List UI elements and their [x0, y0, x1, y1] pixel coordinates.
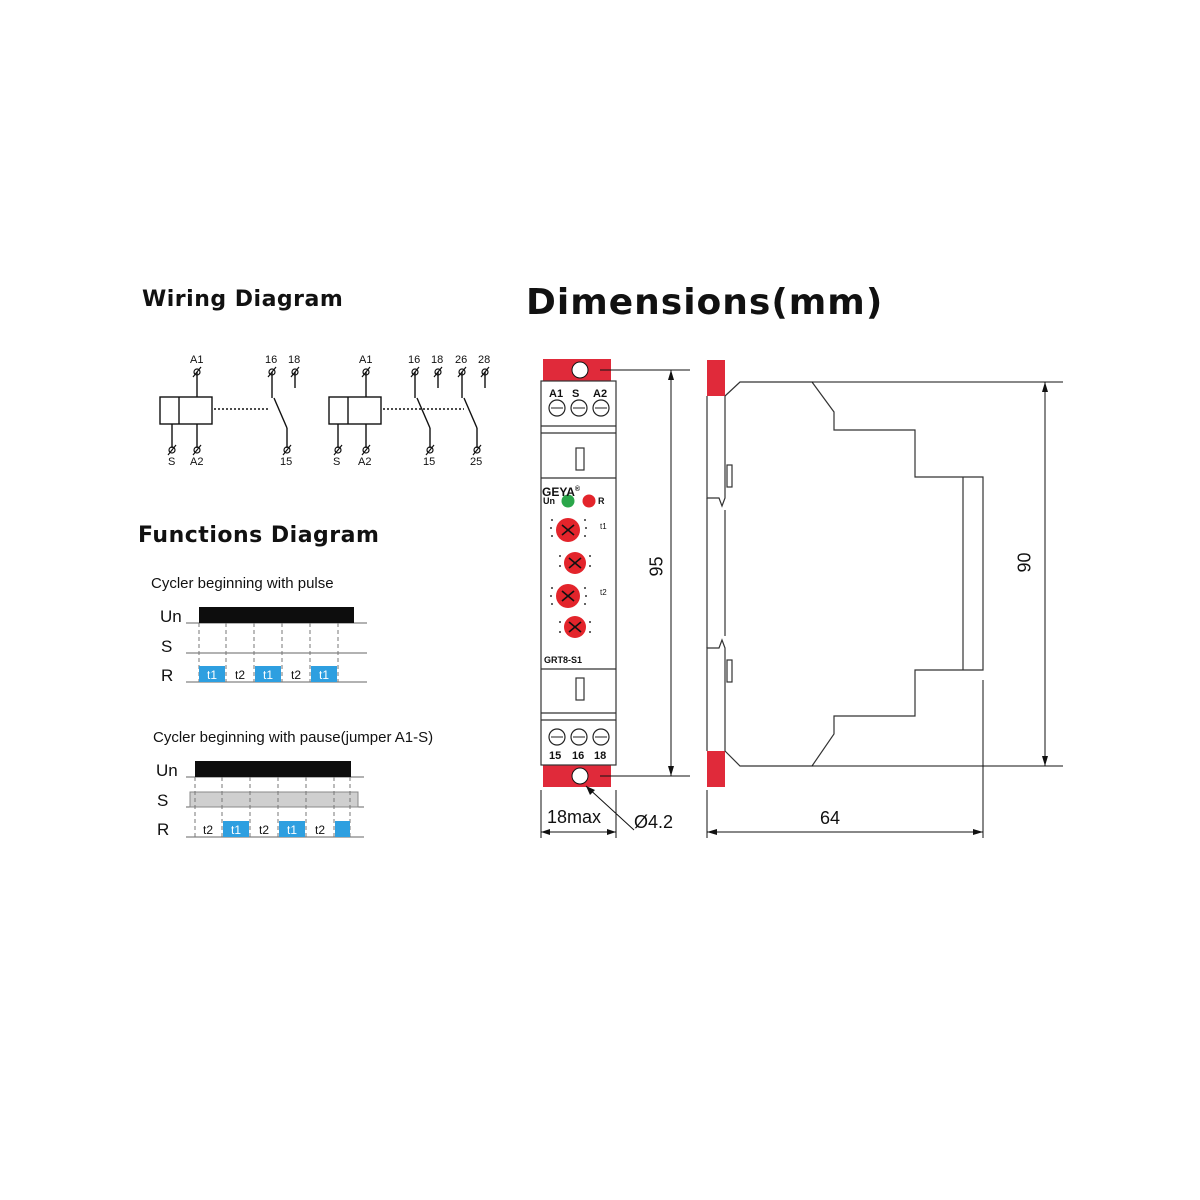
pulse-un-bar	[199, 607, 354, 623]
pause-r-on-3	[279, 821, 305, 837]
device-top-a1: A1	[549, 388, 564, 400]
pause-label-r: R	[157, 820, 170, 839]
device-top-s: S	[572, 388, 580, 400]
wiring-right-a1: A1	[359, 354, 373, 366]
coil-right	[328, 396, 382, 425]
pulse-r-label-2: t1	[263, 668, 273, 682]
wiring-right-s: S	[333, 456, 341, 468]
wiring-right-15: 15	[423, 456, 436, 468]
pause-r-label-0: t2	[203, 823, 213, 837]
pulse-r-on-2	[255, 666, 281, 682]
device-led-un-label: Un	[543, 496, 555, 506]
led-un	[561, 494, 575, 508]
wiring-diagram-title: Wiring Diagram	[142, 287, 344, 312]
wiring-right-28: 28	[478, 354, 491, 366]
wiring-right-18: 18	[431, 354, 444, 366]
wiring-left-s: S	[168, 456, 176, 468]
dim-hole: Ø4.2	[634, 812, 674, 832]
pulse-caption: Cycler beginning with pulse	[151, 575, 334, 592]
wiring-right-16: 16	[408, 354, 421, 366]
pause-r-label-1: t1	[231, 823, 241, 837]
device-bot-15: 15	[549, 750, 562, 762]
side-clip-top	[707, 360, 725, 396]
device-brand: GEYA®	[542, 485, 581, 499]
pulse-r-label-3: t2	[291, 668, 301, 682]
pause-r-on-5	[335, 821, 350, 837]
wiring-left-15: 15	[280, 456, 293, 468]
dimensions-title: Dimensions(mm)	[526, 282, 884, 323]
wiring-left-16: 16	[265, 354, 278, 366]
pulse-label-s: S	[161, 637, 173, 656]
wiring-right-a2: A2	[358, 456, 372, 468]
wiring-left-a2: A2	[190, 456, 204, 468]
device-top-a2: A2	[593, 388, 608, 400]
pause-label-s: S	[157, 791, 169, 810]
pulse-r-label-4: t1	[319, 668, 329, 682]
pause-r-label-2: t2	[259, 823, 269, 837]
pulse-label-r: R	[161, 666, 174, 685]
dim-depth: 64	[820, 808, 841, 828]
dim-height-side: 90	[1014, 552, 1035, 573]
pulse-r-segments: t1 t2 t1 t2 t1	[199, 666, 337, 682]
device-bot-16: 16	[572, 750, 585, 762]
pause-un-bar	[195, 761, 351, 777]
pulse-r-on-4	[311, 666, 337, 682]
pulse-r-label-0: t1	[207, 668, 217, 682]
wiring-right-25: 25	[470, 456, 483, 468]
pulse-r-on-0	[199, 666, 225, 682]
device-knob-t2-label: t2	[600, 588, 607, 597]
functions-diagram-title: Functions Diagram	[138, 523, 380, 548]
pause-s-bar	[189, 791, 359, 808]
wiring-right-26: 26	[455, 354, 468, 366]
terminal-symbols	[167, 366, 490, 456]
wiring-left-18: 18	[288, 354, 301, 366]
pause-r-label-3: t1	[287, 823, 297, 837]
pause-r-segments: t2 t1 t2 t1 t2	[203, 821, 350, 837]
side-clip-bottom	[707, 751, 725, 787]
pulse-label-un: Un	[160, 607, 182, 626]
device-bot-18: 18	[594, 750, 607, 762]
wiring-left-a1: A1	[190, 354, 204, 366]
pause-caption: Cycler beginning with pause(jumper A1-S)	[153, 729, 434, 746]
led-r	[582, 494, 596, 508]
device-knob-t1-label: t1	[600, 522, 607, 531]
device-model: GRT8-S1	[544, 655, 583, 665]
device-led-r-label: R	[598, 496, 605, 506]
pause-label-un: Un	[156, 761, 178, 780]
coil-left	[159, 396, 213, 425]
dim-width: 18max	[547, 807, 602, 827]
pause-r-label-4: t2	[315, 823, 325, 837]
pulse-r-label-1: t2	[235, 668, 245, 682]
pause-r-on-1	[223, 821, 249, 837]
